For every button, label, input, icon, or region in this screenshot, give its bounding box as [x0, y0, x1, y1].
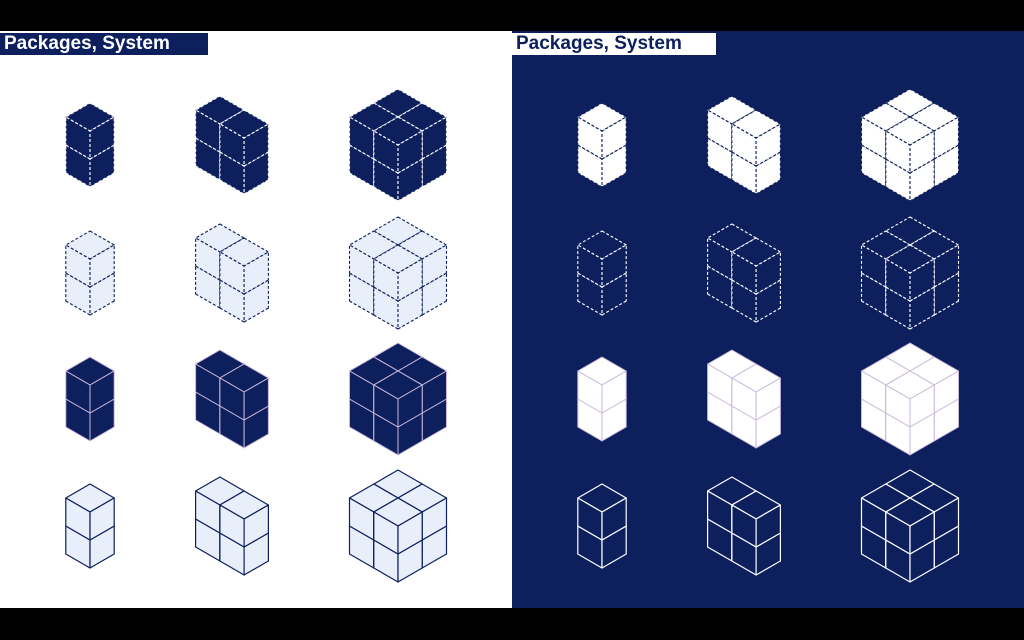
cube-group-outline-dashed-2 — [65, 230, 115, 316]
cube-group-outline-solid-8 — [348, 469, 448, 583]
light-cube-grid — [65, 88, 448, 583]
cube-group-outline-solid-8 — [860, 469, 960, 583]
cube-group-outline-dashed-8 — [860, 216, 960, 330]
cube-group-filled-solid-4 — [707, 349, 781, 449]
cube-group-outline-solid-2 — [65, 483, 115, 569]
cube-group-filled-dashed-4 — [707, 95, 781, 195]
cube-group-filled-solid-2 — [65, 356, 115, 442]
cube-group-outline-solid-4 — [195, 476, 269, 576]
cube-group-filled-dashed-4 — [195, 95, 269, 195]
cube-group-outline-dashed-4 — [707, 223, 781, 323]
cube-group-outline-dashed-2 — [577, 230, 627, 316]
cube-group-filled-dashed-2 — [577, 102, 627, 188]
cube-group-filled-dashed-8 — [348, 88, 448, 202]
cube-group-filled-solid-2 — [577, 356, 627, 442]
cube-group-filled-solid-8 — [349, 342, 447, 456]
light-panel: Packages, System — [0, 31, 512, 608]
bottom-letterbox-bar — [0, 608, 1024, 640]
cube-group-outline-dashed-4 — [195, 223, 269, 323]
cube-group-outline-solid-4 — [707, 476, 781, 576]
dark-panel: Packages, System — [512, 31, 1024, 608]
dark-cube-grid — [577, 88, 960, 583]
dark-panel-title: Packages, System — [512, 33, 716, 55]
cube-group-outline-dashed-8 — [348, 216, 448, 330]
cube-group-outline-solid-2 — [577, 483, 627, 569]
cube-group-filled-dashed-2 — [65, 102, 115, 188]
cube-group-filled-solid-4 — [195, 349, 269, 449]
cube-group-filled-dashed-8 — [860, 88, 960, 202]
cube-group-filled-solid-8 — [861, 342, 959, 456]
light-panel-title: Packages, System — [0, 33, 208, 55]
top-letterbox-bar — [0, 0, 1024, 31]
